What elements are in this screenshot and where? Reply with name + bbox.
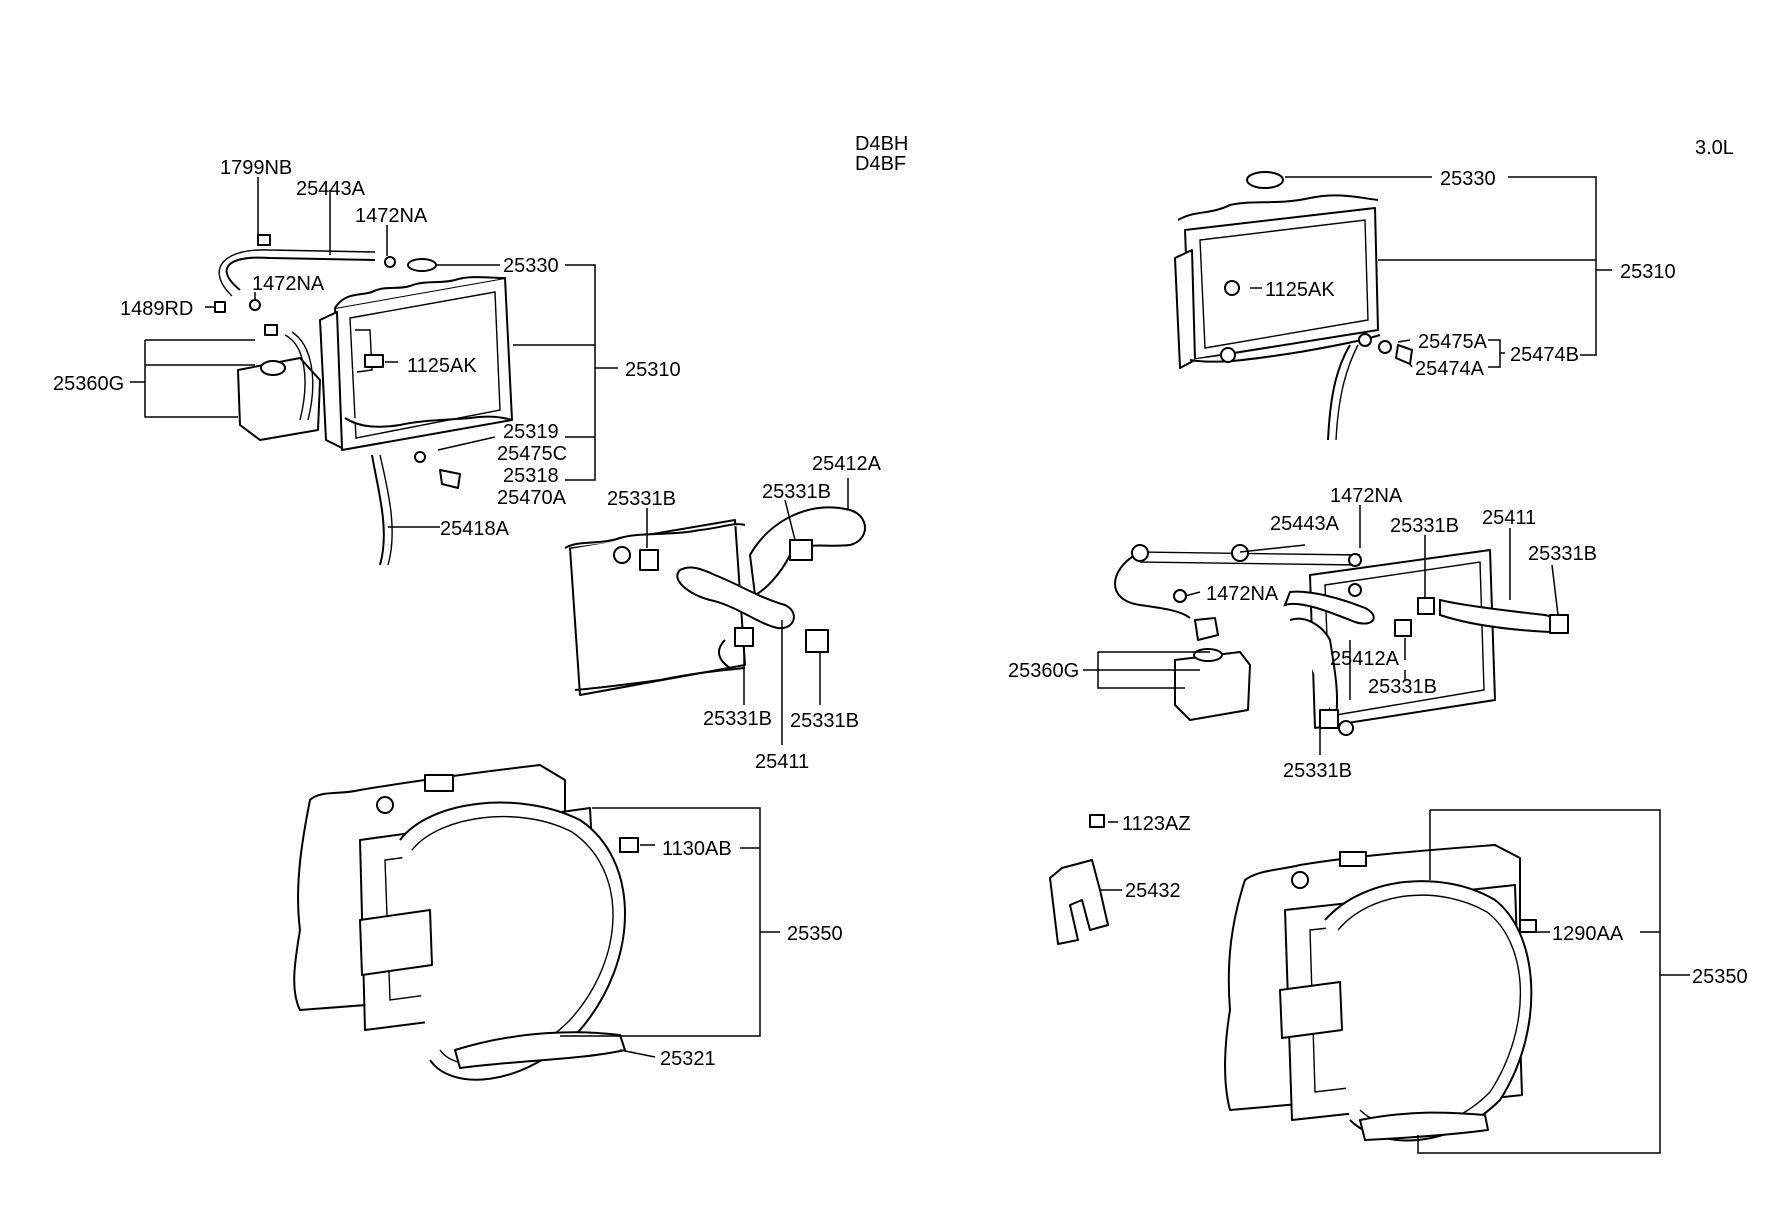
leader-lines [130, 176, 1690, 1154]
callout-25432: 25432 [1125, 880, 1181, 902]
callout-25331b-right-b: 25331B [1528, 543, 1597, 565]
callout-25411-right: 25411 [1482, 507, 1536, 529]
callout-25411-left: 25411 [755, 751, 809, 773]
callout-1472na-top: 1472NA [355, 205, 428, 227]
callout-1799nb: 1799NB [220, 157, 292, 179]
left-hoses-drawing [564, 506, 866, 696]
callout-25475a: 25475A [1418, 331, 1488, 353]
callout-25412a-right: 25412A [1330, 648, 1400, 670]
callout-1123az: 1123AZ [1122, 813, 1191, 835]
callout-25331b-right-d: 25331B [1283, 760, 1352, 782]
callout-25443a: 25443A [296, 178, 366, 200]
engine-label-d4bf: D4BF [855, 153, 906, 175]
left-shroud-drawing [293, 764, 639, 1081]
callout-1472na-mid: 1472NA [252, 273, 325, 295]
callout-25331b-left-b: 25331B [762, 481, 831, 503]
engine-label-3-0l: 3.0L [1695, 137, 1734, 159]
callout-25474b: 25474B [1510, 344, 1579, 366]
callout-25418a: 25418A [440, 518, 510, 540]
callout-1125ak-right: 1125AK [1265, 279, 1335, 301]
callout-25331b-right-c: 25331B [1368, 676, 1437, 698]
callout-25360g-right: 25360G [1008, 660, 1079, 682]
callout-25350-right: 25350 [1692, 966, 1748, 988]
callout-25475c: 25475C [497, 443, 567, 465]
left-radiator-drawing [214, 234, 513, 566]
callout-25412a-left: 25412A [812, 453, 882, 475]
callout-25331b-left-c: 25331B [703, 708, 772, 730]
callout-1472na-right-mid: 1472NA [1206, 583, 1279, 605]
callout-1130ab: 1130AB [662, 838, 732, 860]
callout-25443a-right: 25443A [1270, 513, 1340, 535]
callout-1472na-right-top: 1472NA [1330, 485, 1403, 507]
callout-25330-left: 25330 [503, 255, 559, 277]
callout-25360g-left: 25360G [53, 373, 124, 395]
callout-25331b-right-a: 25331B [1390, 515, 1459, 537]
right-radiator-drawing [1174, 171, 1413, 441]
callout-25474a: 25474A [1415, 358, 1485, 380]
callout-25330-right: 25330 [1440, 168, 1496, 190]
callout-25310-right: 25310 [1620, 261, 1676, 283]
callout-25321: 25321 [660, 1048, 716, 1070]
engine-label-d4bh: D4BH [855, 133, 908, 155]
callout-25318: 25318 [503, 465, 559, 487]
right-shroud-drawing [1049, 814, 1537, 1142]
callout-25331b-left-d: 25331B [790, 710, 859, 732]
callout-25350-left: 25350 [787, 923, 843, 945]
callout-25310-left: 25310 [625, 359, 681, 381]
callout-1125ak-left: 1125AK [407, 355, 477, 377]
callout-25331b-left-a: 25331B [607, 488, 676, 510]
callout-1290aa: 1290AA [1552, 923, 1624, 945]
callout-25470a: 25470A [497, 487, 567, 509]
callout-1489rd: 1489RD [120, 298, 193, 320]
right-hoses-drawing [1114, 544, 1569, 736]
callout-25319: 25319 [503, 421, 559, 443]
